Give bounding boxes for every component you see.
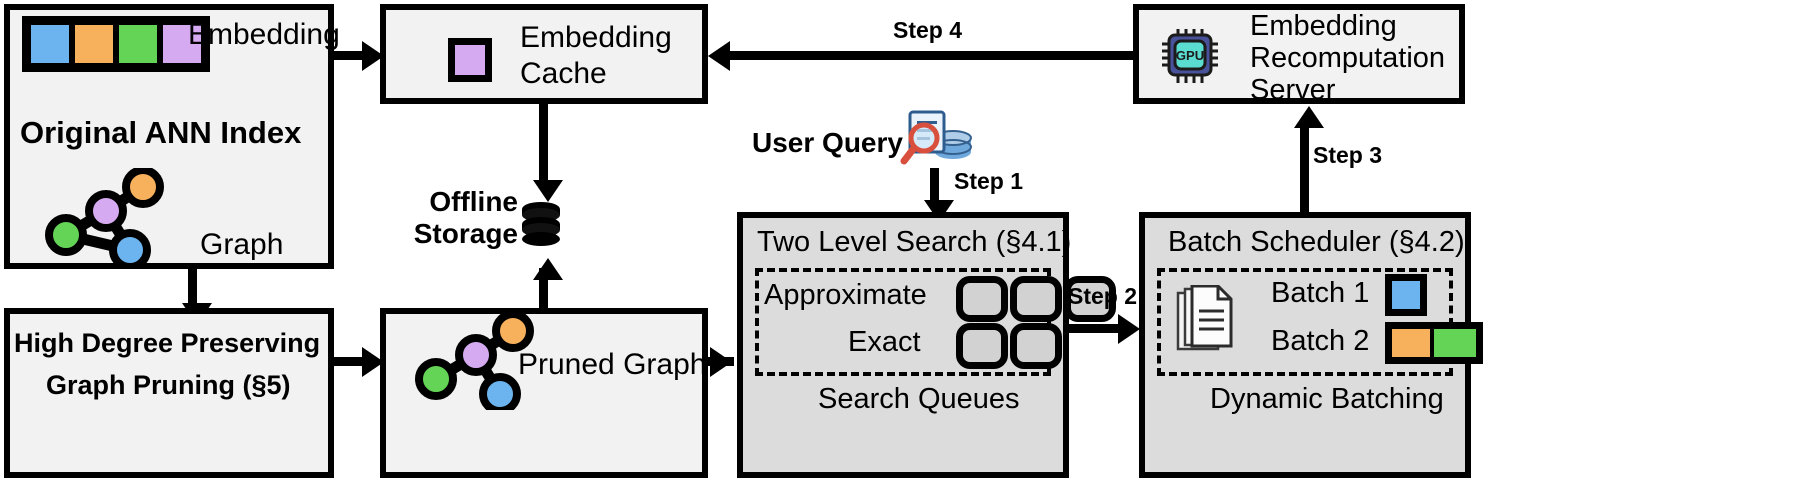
two-level-search-title: Two Level Search (§4.1) [757, 226, 1072, 258]
embedding-cache-box [380, 4, 708, 104]
approximate-row-label: Approximate [764, 279, 927, 311]
offline-storage-label-line1: Offline [429, 186, 518, 217]
recompute-server-title-line1: Embedding [1250, 10, 1397, 42]
batch-2-label: Batch 2 [1271, 325, 1370, 357]
two-level-search-box [737, 212, 1069, 478]
documents-stack-icon [1176, 285, 1233, 351]
queue-cell[interactable] [1010, 323, 1062, 369]
batch-scheduler-title: Batch Scheduler (§4.2) [1168, 226, 1465, 258]
embedding-swatch-green [116, 22, 160, 66]
embedding-swatch-orange [72, 22, 116, 66]
search-database-icon [900, 110, 972, 165]
exact-row-label: Exact [848, 326, 921, 358]
step2-label: Step 2 [1068, 283, 1138, 309]
graph-label: Graph [200, 228, 284, 261]
arrow-step3 [1300, 120, 1309, 212]
batch-2-swatch-orange [1392, 329, 1434, 357]
gpu-chip-icon: GPU [1162, 29, 1218, 83]
pruned-graph-label: Pruned Graph [518, 348, 707, 381]
graph-pruning-box [4, 308, 334, 478]
batch-2-swatch-group [1385, 322, 1483, 364]
offline-storage-label-line2: Storage [413, 218, 518, 249]
arrow-index-to-pruning [188, 269, 197, 307]
batch-1-label: Batch 1 [1271, 277, 1370, 309]
arrow-cache-to-storage-head [533, 180, 563, 202]
arrow-index-to-cache-head [362, 41, 384, 71]
graph-pruning-title-line1: High Degree Preserving [14, 328, 321, 358]
recompute-server-title-line3: Server [1250, 74, 1336, 106]
step3-label: Step 3 [1313, 142, 1383, 168]
embedding-cache-icon [448, 38, 492, 82]
queue-cell[interactable] [1064, 276, 1116, 322]
embedding-swatch-blue [28, 22, 72, 66]
embedding-label: Embedding [188, 18, 340, 51]
arrow-step4-head [708, 41, 730, 71]
batch-1-swatch-blue [1385, 274, 1427, 316]
search-queues-dashed-region [755, 268, 1051, 376]
queue-cell[interactable] [1010, 276, 1062, 322]
approximate-queue-group [956, 276, 1116, 322]
arrow-pruning-to-pruned [334, 357, 364, 366]
step4-label: Step 4 [893, 17, 963, 43]
dynamic-batching-footer: Dynamic Batching [1210, 383, 1444, 415]
arrow-index-to-cache [334, 51, 364, 60]
arrow-step2-head [1118, 314, 1140, 344]
embedding-swatch-row [22, 16, 210, 72]
embedding-swatch-purple [160, 22, 204, 66]
step1-label: Step 1 [954, 168, 1024, 194]
graph-pruning-title-line2: Graph Pruning (§5) [46, 370, 291, 400]
embedding-cache-title-line1: Embedding [520, 21, 672, 54]
arrow-pruning-to-pruned-head [362, 347, 384, 377]
svg-text:GPU: GPU [1176, 48, 1204, 63]
batch-2-swatch-green [1434, 329, 1476, 357]
arrow-step2 [1069, 324, 1127, 333]
arrow-pruned-to-storage [539, 268, 548, 326]
original-index-graph-icon [45, 168, 164, 266]
original-ann-index-title: Original ANN Index [20, 115, 302, 150]
arrow-pruned-to-search-head [710, 347, 732, 377]
user-query-label: User Query [752, 127, 903, 158]
arrow-step4 [726, 51, 1136, 60]
arrow-cache-to-storage [539, 104, 548, 184]
queue-cell[interactable] [956, 323, 1008, 369]
exact-queue-group [956, 323, 1062, 369]
pruned-graph-icon [415, 312, 534, 410]
offline-storage-cylinder-icon [522, 202, 560, 246]
search-queues-footer: Search Queues [818, 383, 1020, 415]
embedding-cache-title-line2: Cache [520, 57, 607, 90]
queue-cell[interactable] [956, 276, 1008, 322]
arrow-pruned-to-storage-head [533, 258, 563, 280]
arrow-step1 [930, 168, 939, 204]
arrow-step3-head [1294, 106, 1324, 128]
recompute-server-title-line2: Recomputation [1250, 42, 1446, 74]
